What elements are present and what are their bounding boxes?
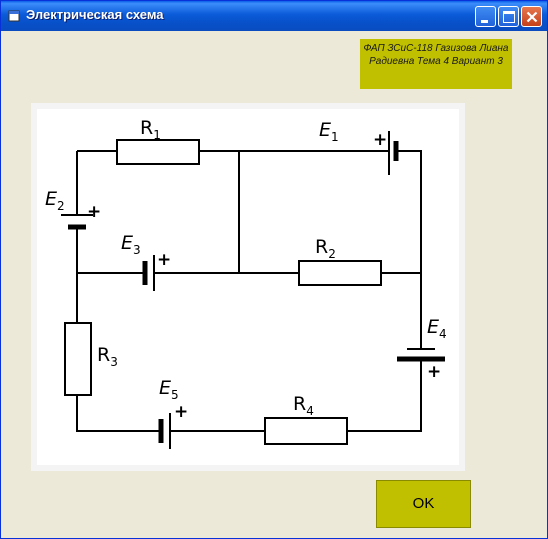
battery-e5 (158, 413, 171, 449)
plus-e3: + (157, 250, 171, 270)
label-r3: R3 (97, 344, 118, 369)
schematic-frame: R1 E1 + E2 + E3 + R2 R3 E4 + E5 + R4 (31, 103, 465, 471)
minimize-icon (481, 20, 488, 23)
plus-e2: + (87, 202, 101, 222)
battery-e3 (142, 255, 155, 291)
window-title: Электрическая схема (26, 7, 164, 22)
info-box: ФАП ЗСиС-118 Газизова Лиана Радиевна Тем… (360, 39, 512, 89)
minimize-button[interactable] (475, 6, 496, 27)
plus-e5: + (174, 402, 188, 422)
close-icon (526, 11, 538, 23)
resistor-r1 (116, 139, 200, 165)
resistor-r3 (64, 322, 92, 396)
battery-e2 (61, 214, 93, 230)
battery-e4 (397, 348, 445, 362)
close-button[interactable] (521, 6, 542, 27)
plus-e4: + (427, 362, 441, 382)
label-e5: E5 (159, 377, 179, 402)
resistor-r4 (264, 417, 348, 445)
app-icon (8, 10, 20, 22)
label-e1: E1 (319, 119, 339, 144)
resistor-r2 (298, 260, 382, 286)
maximize-icon (503, 11, 515, 23)
label-e2: E2 (45, 188, 65, 213)
label-r4: R4 (293, 393, 314, 418)
label-r1: R1 (140, 117, 161, 142)
ok-button[interactable]: OK (376, 480, 471, 528)
title-bar[interactable]: Электрическая схема (1, 1, 547, 31)
label-e3: E3 (121, 232, 141, 257)
label-e4: E4 (427, 316, 447, 341)
label-r2: R2 (315, 236, 336, 261)
battery-e1 (388, 131, 399, 175)
circuit-diagram: R1 E1 + E2 + E3 + R2 R3 E4 + E5 + R4 (37, 109, 459, 465)
student-info-text: ФАП ЗСиС-118 Газизова Лиана Радиевна Тем… (363, 43, 509, 67)
circuit-svg: R1 E1 + E2 + E3 + R2 R3 E4 + E5 + R4 (45, 117, 447, 449)
maximize-button[interactable] (498, 6, 519, 27)
plus-e1: + (373, 130, 387, 150)
client-area: ФАП ЗСиС-118 Газизова Лиана Радиевна Тем… (4, 31, 544, 535)
